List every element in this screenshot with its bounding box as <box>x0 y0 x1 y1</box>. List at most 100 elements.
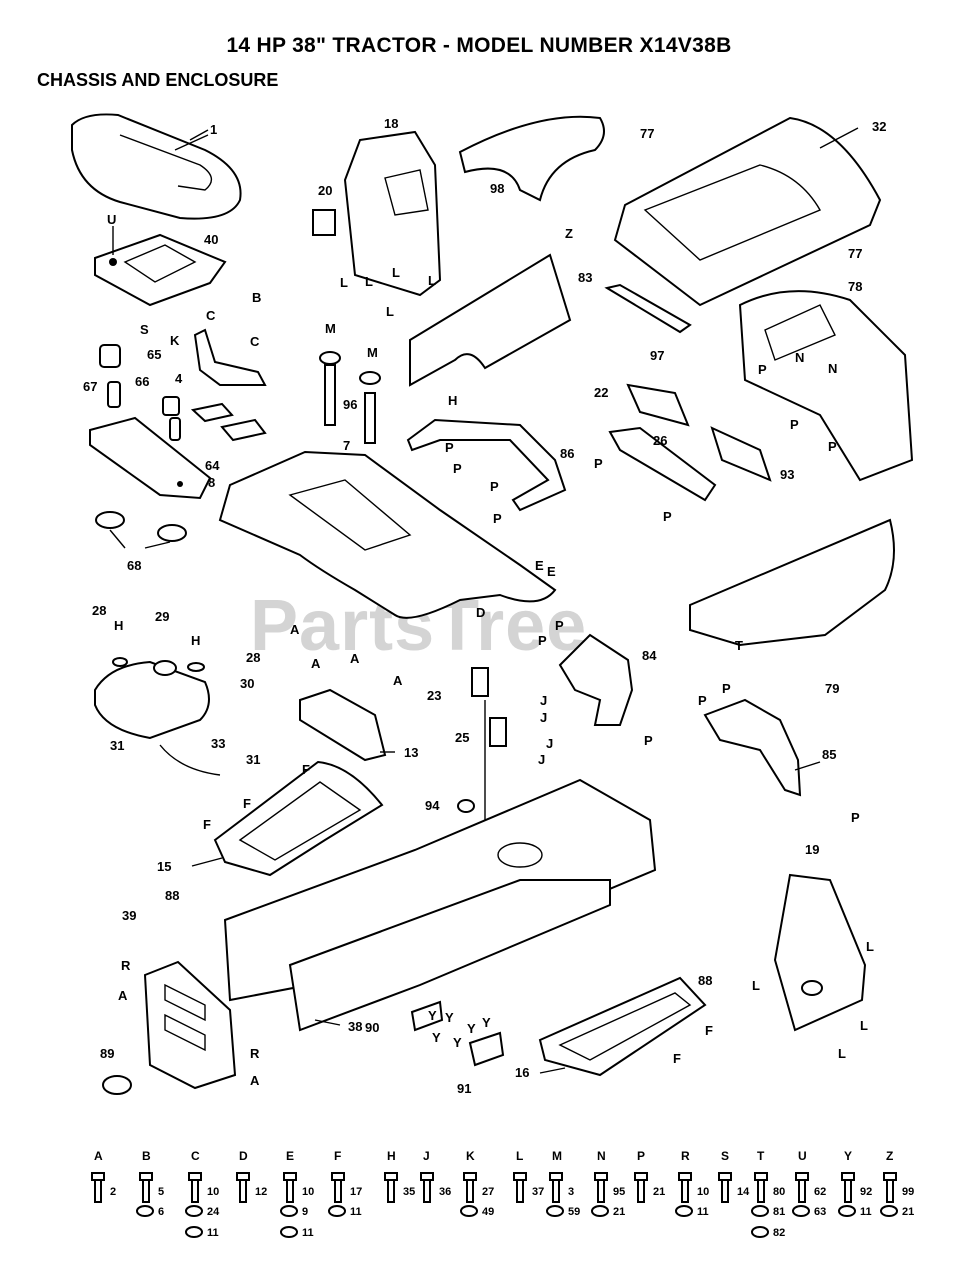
nut-icon <box>136 1205 154 1217</box>
part-footrest-right[interactable] <box>538 976 707 1077</box>
hardware-item-z[interactable]: Z 99 21 <box>880 1149 914 1218</box>
part-pads[interactable] <box>190 402 267 442</box>
hardware-item-d[interactable]: D12 <box>236 1149 267 1203</box>
callout-78: 78 <box>848 279 862 294</box>
hardware-part-number: 49 <box>482 1206 494 1218</box>
letter-h3: H <box>191 633 200 648</box>
nut-icon <box>751 1226 769 1238</box>
bolt-shank-icon <box>191 1179 199 1203</box>
part-frame[interactable] <box>223 778 657 1032</box>
part-rear-plate[interactable] <box>143 960 237 1090</box>
hardware-part-number: 80 <box>773 1186 785 1198</box>
letter-l4: L <box>428 273 436 288</box>
part-footrest-left[interactable] <box>213 760 384 877</box>
part-bumpers[interactable] <box>95 511 187 542</box>
hardware-letter: P <box>637 1149 645 1163</box>
leader-lines <box>109 127 859 1074</box>
part-decal[interactable] <box>312 209 336 236</box>
hardware-item-h[interactable]: H35 <box>384 1149 415 1203</box>
part-bumper-94[interactable] <box>457 799 475 813</box>
letter-a1: A <box>290 622 300 637</box>
hardware-item-s[interactable]: S14 <box>718 1149 750 1203</box>
callout-67: 67 <box>83 379 97 394</box>
hardware-part-number: 21 <box>902 1206 914 1218</box>
callout-18: 18 <box>384 116 398 131</box>
letter-l8: L <box>860 1018 868 1033</box>
letter-p14: P <box>722 681 731 696</box>
part-seat-bracket[interactable] <box>193 328 267 386</box>
hardware-part-number: 62 <box>814 1186 826 1198</box>
part-seat-base[interactable] <box>89 416 212 500</box>
part-bracket-22[interactable] <box>626 383 690 427</box>
part-side-panel[interactable] <box>409 253 572 387</box>
part-bracket-84[interactable] <box>558 633 634 726</box>
bolt-head-icon <box>549 1172 563 1181</box>
bolt-head-icon <box>463 1172 477 1181</box>
hardware-part-number: 3 <box>568 1186 574 1198</box>
hardware-item-p[interactable]: P21 <box>634 1149 665 1203</box>
part-fuel-line[interactable] <box>159 744 221 776</box>
part-grille[interactable] <box>710 426 772 482</box>
bolt-shank-icon <box>637 1179 645 1203</box>
part-fender-support[interactable] <box>299 688 387 762</box>
bolt-head-icon <box>718 1172 732 1181</box>
part-dash-panel[interactable] <box>458 115 605 202</box>
hardware-letter: Z <box>886 1149 893 1163</box>
part-fender[interactable] <box>218 450 557 619</box>
part-seat-pan[interactable] <box>94 233 227 307</box>
part-bracket-26[interactable] <box>608 426 717 502</box>
part-bumper-89[interactable] <box>102 1075 132 1095</box>
part-side-skirt[interactable] <box>689 518 895 647</box>
bolt-head-icon <box>420 1172 434 1181</box>
hardware-part-number: 92 <box>860 1186 872 1198</box>
letter-p12: P <box>644 733 653 748</box>
part-brackets-90-91[interactable] <box>410 1000 505 1067</box>
letter-l3: L <box>392 265 400 280</box>
hardware-part-number: 10 <box>207 1186 219 1198</box>
callout-86: 86 <box>560 446 574 461</box>
letter-j1: J <box>540 693 547 708</box>
part-support-bar[interactable] <box>406 418 567 512</box>
bolt-head-icon <box>188 1172 202 1181</box>
letter-p7: P <box>453 461 462 476</box>
hardware-item-a[interactable]: A2 <box>91 1149 116 1203</box>
part-seat-springs[interactable] <box>99 344 181 441</box>
bolt-shank-icon <box>239 1179 247 1203</box>
bolt-head-icon <box>283 1172 297 1181</box>
part-grille-housing[interactable] <box>738 290 914 482</box>
hardware-part-number: 82 <box>773 1227 785 1239</box>
part-hood[interactable] <box>613 116 882 307</box>
part-rear-panel[interactable] <box>343 130 442 297</box>
callout-13: 13 <box>404 745 418 760</box>
hardware-item-j[interactable]: J36 <box>420 1149 451 1203</box>
nut-icon <box>838 1205 856 1217</box>
callout-25: 25 <box>455 730 469 745</box>
part-fuel-tank[interactable] <box>94 657 210 740</box>
hardware-item-b[interactable]: B56 <box>136 1149 164 1218</box>
hardware-part-number: 99 <box>902 1186 914 1198</box>
part-trim-strip[interactable] <box>604 283 692 334</box>
hardware-item-l[interactable]: L37 <box>513 1149 544 1203</box>
letter-y5: Y <box>482 1015 491 1030</box>
callout-19: 19 <box>805 842 819 857</box>
bolt-head-icon <box>594 1172 608 1181</box>
part-seat[interactable] <box>71 113 242 220</box>
part-rubber-mounts[interactable] <box>319 351 381 444</box>
part-bracket-85[interactable] <box>703 698 802 797</box>
callout-22: 22 <box>594 385 608 400</box>
letter-e2: E <box>547 564 556 579</box>
part-right-support[interactable] <box>773 873 867 1032</box>
part-pedal-brackets[interactable] <box>471 667 507 840</box>
hardware-part-number: 63 <box>814 1206 826 1218</box>
hardware-letter: B <box>142 1149 151 1163</box>
